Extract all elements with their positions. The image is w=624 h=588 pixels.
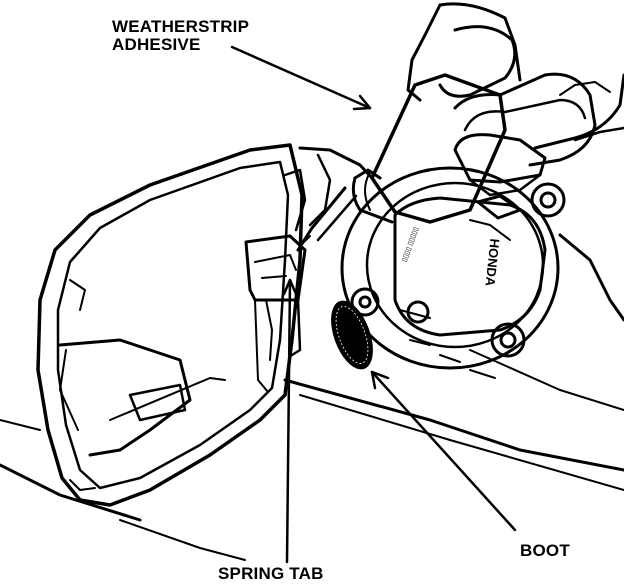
cap-brand-text: HONDA [482, 238, 502, 288]
adhesive-bead [299, 235, 311, 247]
boot [331, 300, 373, 370]
hand [406, 2, 624, 197]
bolt-center [406, 300, 430, 324]
adhesive-tube [296, 73, 507, 252]
fuel-cap [393, 194, 547, 337]
boot-label: BOOT [520, 541, 570, 560]
leader-spring-tab [282, 278, 298, 564]
weatherstrip-label-line1: WEATHERSTRIP [112, 17, 250, 36]
weatherstrip-adhesive-label: WEATHERSTRIP ADHESIVE [112, 18, 249, 54]
weatherstrip-label-line2: ADHESIVE [112, 35, 201, 54]
bolt-left [350, 287, 380, 317]
bolt-bottom-right [490, 322, 526, 358]
spring-tab-bracket [244, 153, 332, 393]
leader-weatherstrip [230, 45, 372, 111]
cap-inner-text: ▯▯▯▯ ▯▯▯▯▯ [401, 226, 420, 263]
filler-door [36, 143, 304, 507]
body-panel [0, 146, 624, 561]
leader-boot [370, 370, 517, 532]
bolt-top-right [530, 182, 566, 218]
spring-tab-label: SPRING TAB [218, 564, 324, 583]
